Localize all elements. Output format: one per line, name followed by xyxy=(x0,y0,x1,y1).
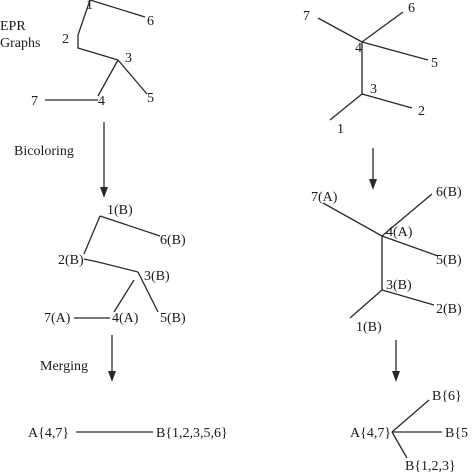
right-node-5: 5 xyxy=(431,56,438,71)
left-node-4: 4 xyxy=(98,94,105,109)
left-bnode-6: 6(B) xyxy=(160,233,186,248)
bedge-2-3 xyxy=(83,258,139,273)
right-bicolored-graph: 7(A) 6(B) 4(A) 5(B) 3(B) 2(B) 1(B) xyxy=(311,185,462,335)
bedge-1-6 xyxy=(99,215,161,237)
rbedge-4-6 xyxy=(381,193,433,237)
right-node-4: 4 xyxy=(355,41,362,56)
right-arrow-1-head xyxy=(369,179,377,190)
bedge-3-5 xyxy=(137,271,159,313)
left-node-2: 2 xyxy=(62,32,69,47)
right-node-3: 3 xyxy=(370,82,377,97)
edge-3-5 xyxy=(117,59,148,95)
right-node-7: 7 xyxy=(303,9,310,24)
left-bicolored-graph: 1(B) 6(B) 2(B) 3(B) 5(B) 4(A) 7(A) xyxy=(44,203,186,326)
right-bnode-1: 1(B) xyxy=(356,320,382,335)
bedge-3-4 xyxy=(113,279,135,313)
redge-4-6 xyxy=(361,11,404,43)
right-bnode-5: 5(B) xyxy=(436,253,462,268)
right-bnode-6: 6(B) xyxy=(436,185,462,200)
right-arrow-2-head xyxy=(392,371,400,382)
right-node-2: 2 xyxy=(418,104,425,119)
rbedge-3-2 xyxy=(381,289,435,306)
left-bnode-5: 5(B) xyxy=(160,311,186,326)
edge-1-6 xyxy=(89,0,146,18)
left-header-epr: EPR xyxy=(0,19,26,34)
right-epr-graph: 7 6 4 5 3 2 1 xyxy=(303,1,438,137)
left-bnode-4: 4(A) xyxy=(112,311,139,326)
left-node-6: 6 xyxy=(147,14,154,29)
right-bnode-2: 2(B) xyxy=(436,302,462,317)
left-node-7: 7 xyxy=(31,94,38,109)
left-node-5: 5 xyxy=(147,91,154,106)
edge-3-4 xyxy=(97,59,119,97)
right-merged-a: A{4,7} xyxy=(350,426,391,441)
right-bnode-4: 4(A) xyxy=(386,225,413,240)
redge-3-1 xyxy=(329,93,363,121)
rbedge-4-5 xyxy=(381,235,439,257)
right-node-6: 6 xyxy=(408,1,415,16)
left-merged-b: B{1,2,3,5,6} xyxy=(156,426,228,441)
left-header-graphs: Graphs xyxy=(0,36,40,51)
right-merged-b123: B{1,2,3} xyxy=(405,459,456,474)
edge-2-3 xyxy=(77,35,119,61)
rbedge-3-1 xyxy=(349,289,383,319)
left-merged-a: A{4,7} xyxy=(28,426,69,441)
right-bnode-7: 7(A) xyxy=(311,190,338,205)
left-bnode-3: 3(B) xyxy=(144,269,170,284)
left-arrow-1-head xyxy=(100,187,108,198)
right-merged-edge-b123 xyxy=(391,431,408,459)
left-node-3: 3 xyxy=(125,51,132,66)
right-bnode-3: 3(B) xyxy=(386,278,412,293)
right-merged-b5: B{5 xyxy=(445,426,468,441)
right-merged-graph: A{4,7} B{6} B{5 B{1,2,3} xyxy=(350,389,468,474)
bedge-1-2 xyxy=(83,215,101,255)
rbedge-7-4 xyxy=(322,202,383,237)
left-epr-graph: 1 6 2 3 5 4 7 xyxy=(31,0,154,109)
left-panel: EPR Graphs 1 6 2 3 5 4 7 Bicoloring xyxy=(0,0,228,441)
left-step-merging: Merging xyxy=(40,359,88,374)
left-merged-graph: A{4,7} B{1,2,3,5,6} xyxy=(28,426,228,441)
redge-3-2 xyxy=(361,93,413,109)
right-merged-edge-b6 xyxy=(391,399,430,433)
left-bnode-7: 7(A) xyxy=(44,311,71,326)
right-node-1: 1 xyxy=(337,122,344,137)
left-arrow-2-head xyxy=(108,371,116,382)
left-bnode-1: 1(B) xyxy=(107,203,133,218)
redge-4-5 xyxy=(361,41,429,61)
right-panel: 7 6 4 5 3 2 1 7(A) 6(B) 4(A) 5(B) 3(B) 2… xyxy=(303,1,468,474)
edge-1-2 xyxy=(77,0,91,36)
redge-7-4 xyxy=(317,17,363,43)
left-node-1: 1 xyxy=(86,0,93,13)
left-bnode-2: 2(B) xyxy=(58,253,84,268)
left-step-bicoloring: Bicoloring xyxy=(14,144,74,159)
right-merged-b6: B{6} xyxy=(432,389,462,404)
